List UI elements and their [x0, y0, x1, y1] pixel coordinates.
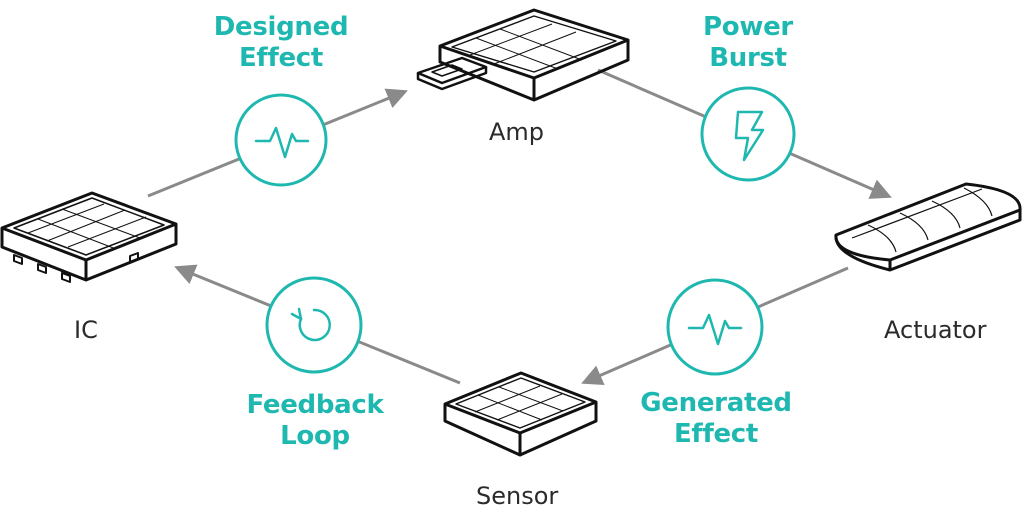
power-burst-label: Power Burst: [680, 12, 816, 74]
ic-label: IC: [74, 316, 98, 344]
actuator-device: [834, 182, 1022, 272]
amp-label: Amp: [489, 118, 545, 146]
designed-effect-line2: Effect: [238, 43, 324, 73]
refresh-loop-icon: [298, 308, 331, 342]
designed-effect-label: Designed Effect: [211, 12, 351, 74]
amp-board: [416, 8, 630, 102]
power-burst-line2: Burst: [709, 43, 787, 73]
designed-effect-line1: Designed: [213, 12, 349, 42]
actuator-label: Actuator: [884, 316, 987, 344]
feedback-loop-label: Feedback Loop: [242, 390, 388, 452]
waveform-icon: [687, 313, 743, 346]
feedback-loop-circle: [265, 276, 363, 374]
ic-chip: [0, 191, 178, 283]
power-burst-line1: Power: [703, 12, 793, 42]
lightning-bolt-icon: [734, 110, 765, 162]
generated-effect-label: Generated Effect: [638, 388, 794, 450]
generated-effect-line1: Generated: [640, 388, 792, 418]
generated-effect-circle: [666, 278, 764, 376]
designed-effect-circle: [234, 93, 328, 187]
feedback-loop-line1: Feedback: [246, 390, 384, 420]
generated-effect-line2: Effect: [673, 419, 759, 449]
waveform-icon: [254, 126, 310, 159]
sensor-device: [443, 371, 598, 457]
power-burst-circle: [700, 86, 796, 182]
sensor-label: Sensor: [476, 482, 559, 510]
feedback-loop-line2: Loop: [280, 421, 350, 451]
